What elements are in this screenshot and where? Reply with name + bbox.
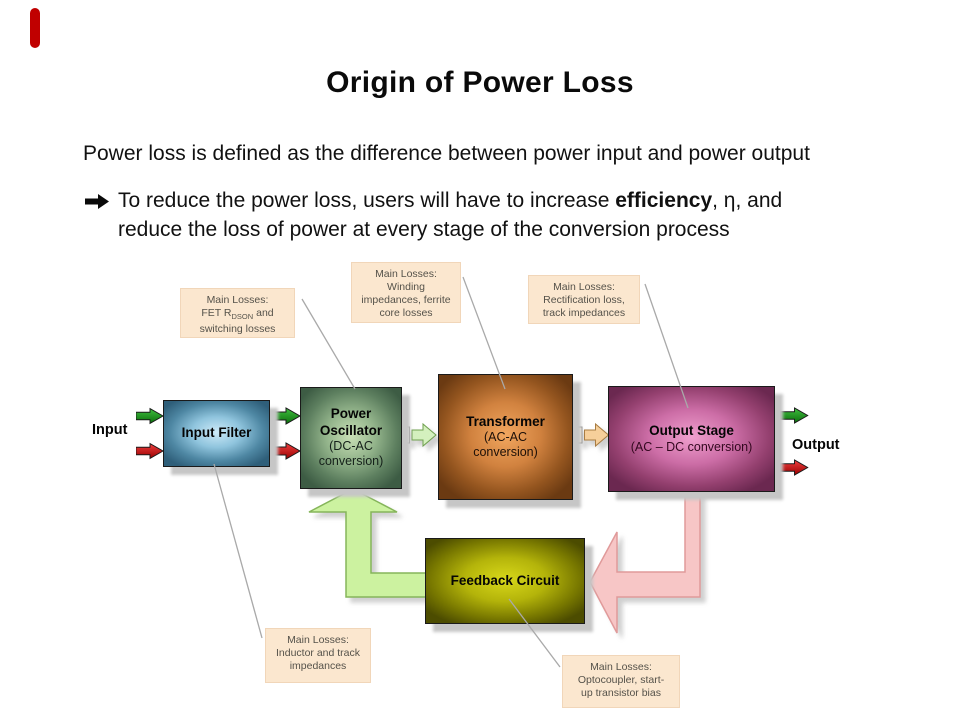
note-line: Main Losses: bbox=[590, 661, 652, 673]
accent-bar bbox=[30, 8, 40, 48]
block-input-filter: Input Filter bbox=[163, 400, 270, 467]
note-line: Inductor and track bbox=[275, 647, 361, 659]
note-fet-losses: Main Losses: FET RDSON and switching los… bbox=[180, 288, 295, 338]
note-line: core losses bbox=[379, 307, 433, 319]
note-line: and bbox=[253, 307, 274, 319]
note-line: Rectification loss, bbox=[543, 294, 625, 306]
bullet-text: To reduce the power loss, users will hav… bbox=[118, 186, 918, 244]
note-line: Main Losses: bbox=[375, 268, 437, 280]
note-line: up transistor bias bbox=[581, 687, 661, 699]
block-subtitle: (DC-AC conversion) bbox=[318, 439, 384, 469]
note-line: impedances, ferrite bbox=[361, 294, 451, 306]
filter-to-oscillator-red-arrow-icon bbox=[271, 442, 301, 460]
output-green-arrow-icon bbox=[779, 407, 809, 424]
feedback-green-arrow-icon bbox=[308, 488, 427, 598]
bullet-line1-pre: To reduce the power loss, users will hav… bbox=[118, 189, 616, 212]
note-line: FET R bbox=[201, 307, 232, 319]
block-title: Transformer bbox=[466, 413, 545, 429]
filter-to-oscillator-green-arrow-icon bbox=[271, 407, 301, 425]
note-line: Main Losses: bbox=[206, 294, 269, 306]
block-title: Power Oscillator bbox=[319, 406, 383, 438]
bullet-line2: reduce the loss of power at every stage … bbox=[118, 218, 730, 241]
block-title: Input Filter bbox=[181, 425, 252, 441]
bullet-line1-bold: efficiency bbox=[615, 189, 713, 212]
note-line: switching losses bbox=[199, 323, 276, 336]
intro-text: Power loss is defined as the difference … bbox=[83, 142, 810, 165]
block-title: Feedback Circuit bbox=[450, 572, 560, 588]
block-subtitle: (AC – DC conversion) bbox=[630, 439, 753, 454]
output-red-arrow-icon bbox=[779, 459, 809, 476]
note-inductor-losses: Main Losses: Inductor and track impedanc… bbox=[265, 628, 371, 683]
note-rectification-losses: Main Losses: Rectification loss, track i… bbox=[528, 275, 640, 324]
note-line: Optocoupler, start- bbox=[577, 674, 665, 686]
input-label: Input bbox=[92, 422, 128, 438]
note-line: Main Losses: bbox=[553, 281, 615, 293]
input-red-arrow-icon bbox=[136, 442, 164, 460]
block-transformer: Transformer (AC-AC conversion) bbox=[438, 374, 573, 500]
note-winding-losses: Main Losses: Winding impedances, ferrite… bbox=[351, 262, 461, 323]
page-title: Origin of Power Loss bbox=[326, 66, 634, 99]
note-optocoupler-losses: Main Losses: Optocoupler, start- up tran… bbox=[562, 655, 680, 708]
note-line: impedances bbox=[289, 660, 347, 672]
arrow-bullet-icon bbox=[85, 194, 109, 209]
note-line: track impedances bbox=[542, 307, 626, 319]
note-line: Main Losses: bbox=[287, 634, 349, 646]
block-feedback-circuit: Feedback Circuit bbox=[425, 538, 585, 624]
block-title: Output Stage bbox=[649, 423, 734, 439]
block-output-stage: Output Stage (AC – DC conversion) bbox=[608, 386, 775, 492]
input-green-arrow-icon bbox=[136, 407, 164, 425]
block-power-oscillator: Power Oscillator (DC-AC conversion) bbox=[300, 387, 402, 489]
feedback-pink-arrow-icon bbox=[589, 489, 701, 634]
note-line: Winding bbox=[387, 281, 425, 293]
transformer-to-output-arrow-icon bbox=[577, 422, 610, 448]
note-subscript: DSON bbox=[231, 312, 254, 322]
output-label: Output bbox=[792, 437, 840, 453]
block-subtitle: (AC-AC conversion) bbox=[473, 429, 538, 460]
bullet-line1-post: , η, and bbox=[712, 189, 783, 212]
oscillator-to-transformer-arrow-icon bbox=[404, 422, 437, 448]
